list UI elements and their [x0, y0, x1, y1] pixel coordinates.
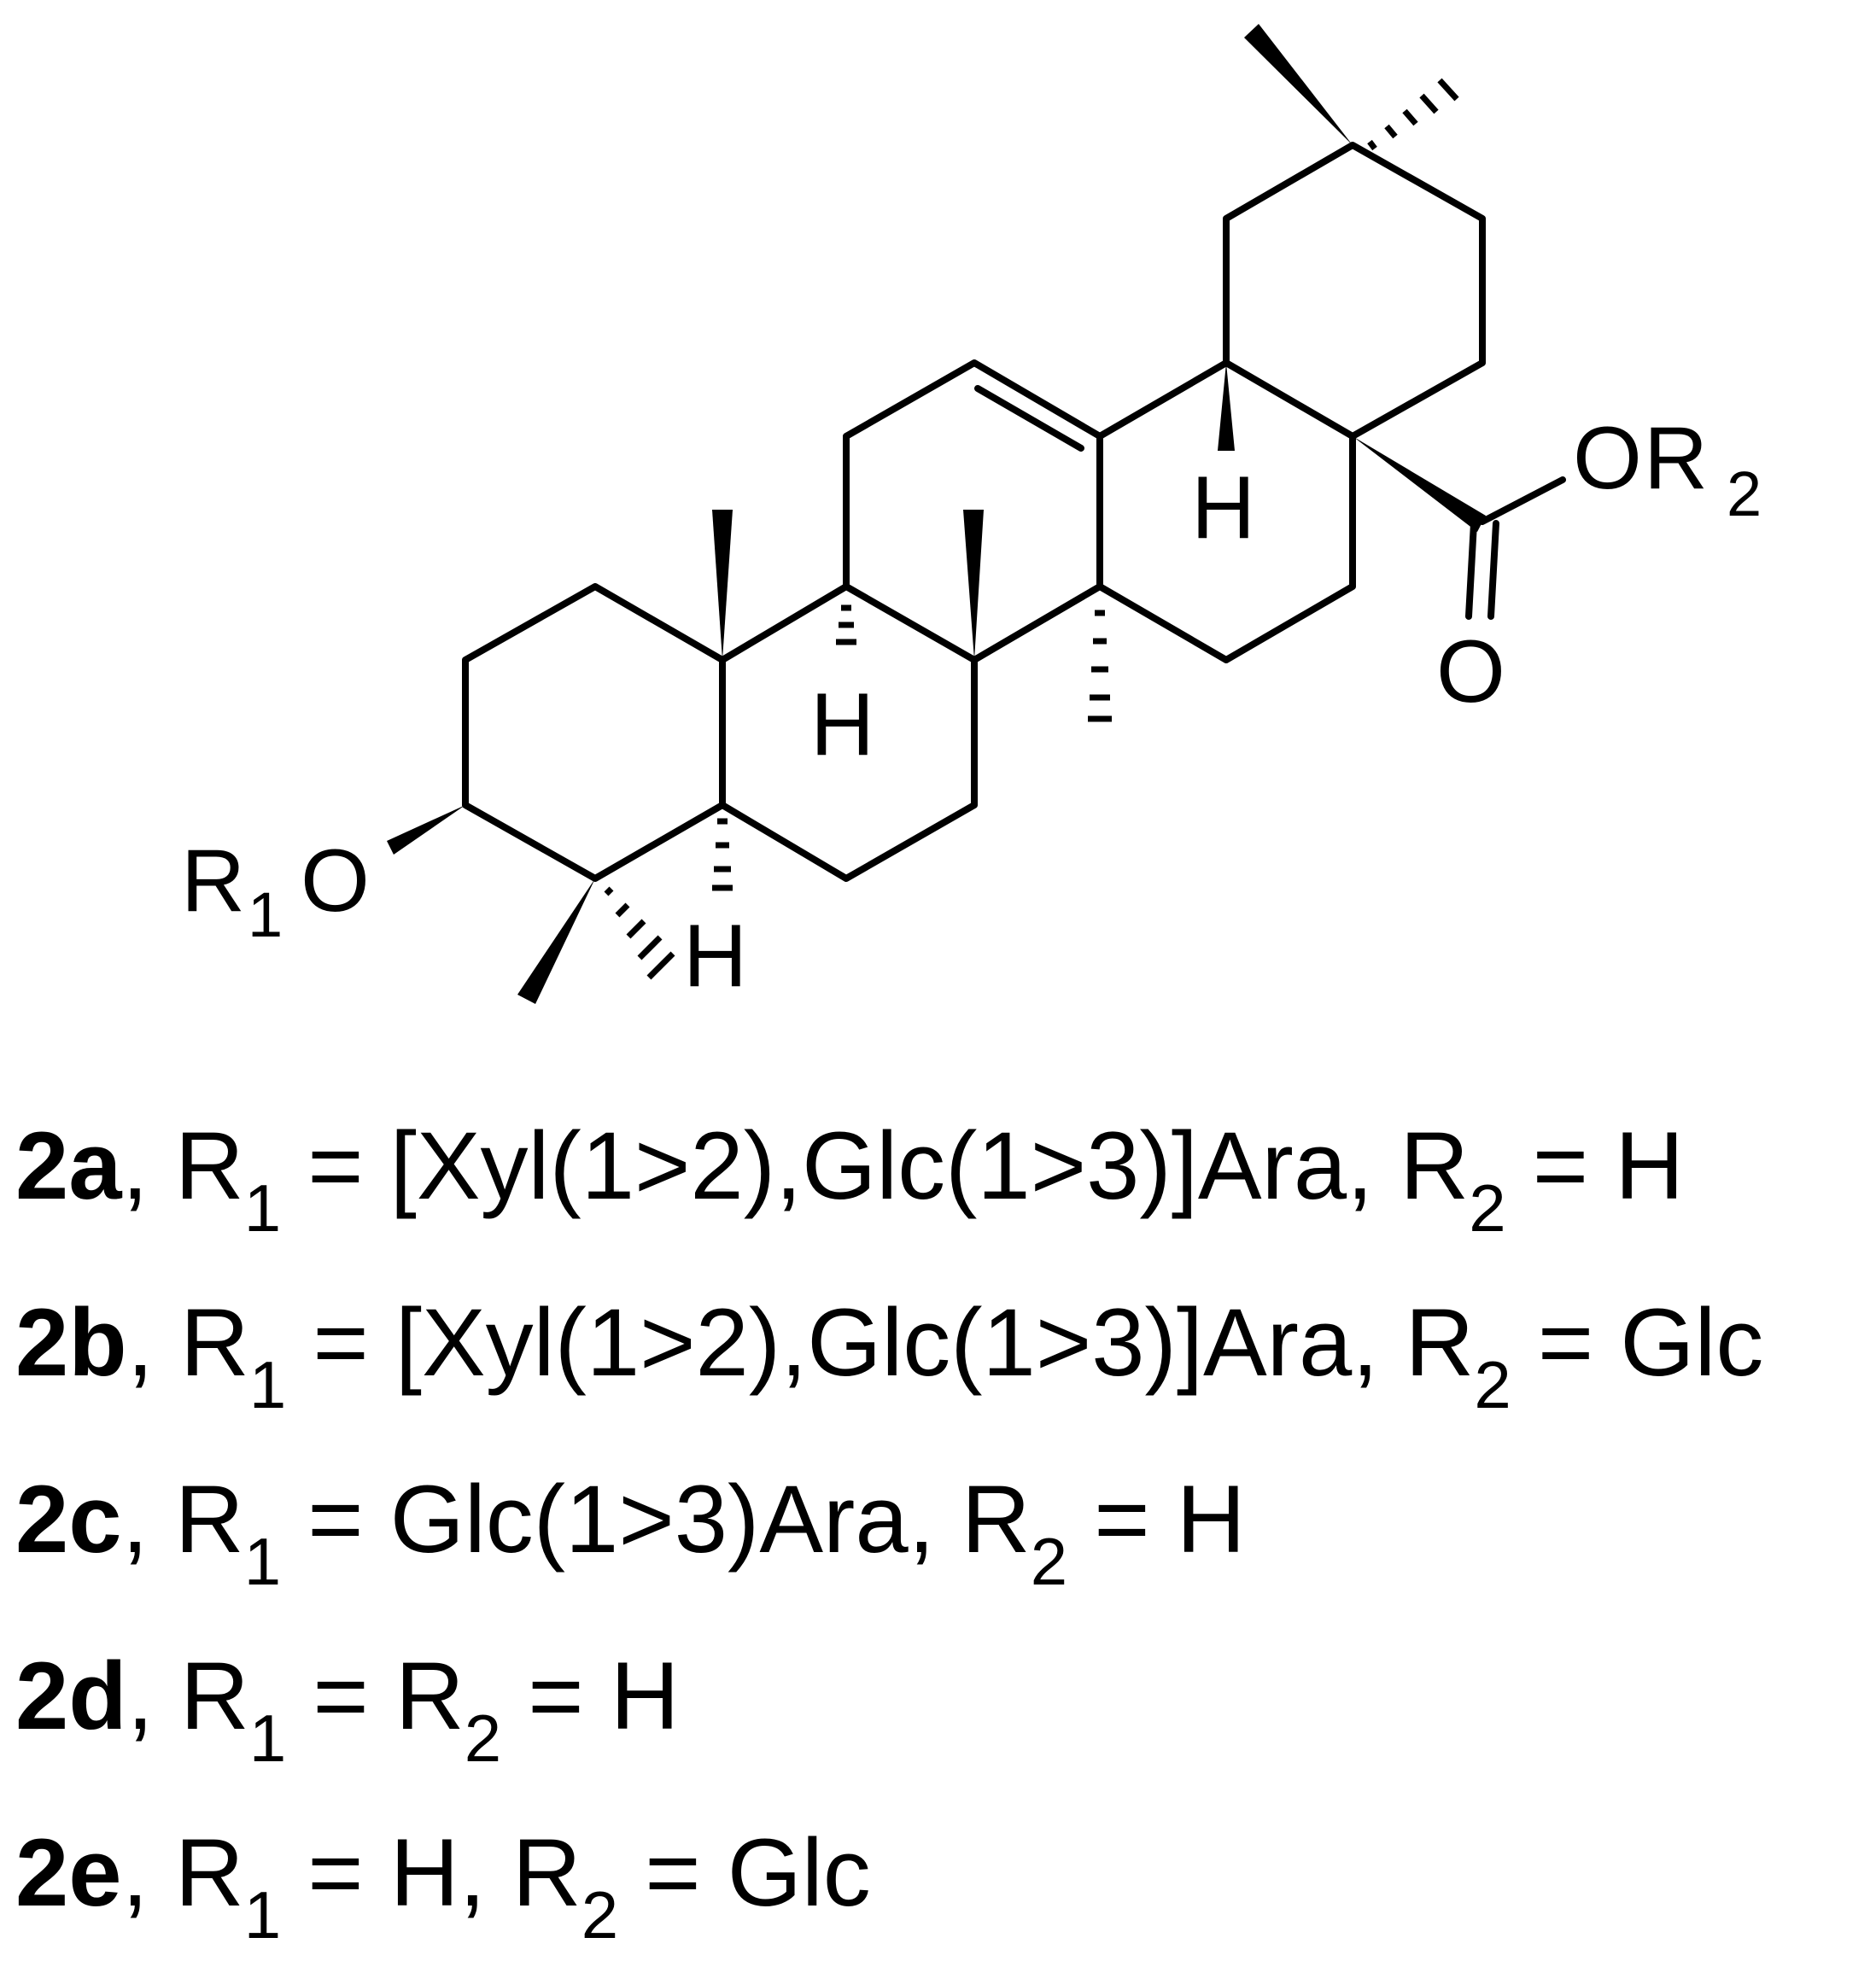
or2-label-r: R [1644, 409, 1708, 508]
r1-value: [Xyl(1>2),Glc(1>3)]Ara [389, 1112, 1347, 1219]
r2-value: H [1615, 1112, 1685, 1219]
triterpenoid-structure: R 1 O H H H O R 2 O [181, 24, 1762, 1006]
wedge-c10-methyl [712, 510, 733, 660]
ring-b [719, 583, 978, 882]
hash-c5-h [712, 818, 733, 891]
r1-value: Glc(1>3)Ara [389, 1466, 909, 1573]
double-bond-inner [974, 385, 1084, 452]
carbonyl-o-label: O [1436, 622, 1505, 721]
r1o-label-r: R [181, 832, 245, 931]
or2-label-sub: 2 [1727, 458, 1762, 529]
r1-value: H [389, 1819, 459, 1926]
r2-value: H [610, 1643, 680, 1749]
compound-row-2e: 2e, R1 = H, R2 = Glc [15, 1819, 871, 1952]
compound-id: 2e [15, 1819, 122, 1926]
skeleton-bonds [462, 142, 1566, 882]
wedge-c20-methyl-left [1244, 24, 1353, 145]
r2-value: H [1176, 1466, 1246, 1573]
wedge-bonds [387, 363, 1486, 1004]
ring-d [1096, 359, 1356, 663]
h5-label: H [683, 907, 747, 1006]
wedge-c18-h [1218, 363, 1235, 451]
compound-id: 2d [15, 1643, 127, 1749]
r1o-label-o: O [301, 832, 370, 931]
ring-e [1223, 142, 1486, 440]
hash-c14-methyl [1088, 610, 1112, 722]
r2-value: Glc [727, 1819, 871, 1926]
hash-c9-h [836, 604, 856, 645]
ring-c [843, 359, 1103, 663]
ester-o-bond [1479, 476, 1566, 525]
h18-label: H [1191, 458, 1255, 557]
compound-row-2a: 2a, R1 = [Xyl(1>2),Glc(1>3)]Ara, R2 = H [15, 1112, 1685, 1246]
hash-c4-h [604, 886, 675, 980]
compound-row-2d: 2d, R1 = R2 = H [15, 1643, 680, 1776]
wedge-c3-o [387, 805, 465, 855]
wedge-c17-cooh [1353, 436, 1486, 532]
carbonyl-bond-2 [1487, 520, 1499, 620]
wedge-c8-methyl [963, 510, 984, 660]
h9-label: H [810, 675, 874, 774]
compound-row-2c: 2c, R1 = Glc(1>3)Ara, R2 = H [15, 1466, 1246, 1599]
compound-id: 2a [15, 1112, 122, 1219]
r1o-label-sub: 1 [248, 879, 283, 950]
compound-list: 2a, R1 = [Xyl(1>2),Glc(1>3)]Ara, R2 = H … [15, 1077, 1876, 1961]
atom-labels: R 1 O H H H O R 2 O [181, 409, 1762, 1006]
wedge-c4-methyl [517, 878, 595, 1004]
carbonyl-bond-1 [1465, 520, 1477, 620]
hash-c20-methyl [1367, 78, 1459, 151]
ring-a [462, 583, 726, 882]
compound-id: 2b [15, 1289, 127, 1396]
r1-value: [Xyl(1>2),Glc(1>3)]Ara [394, 1289, 1353, 1396]
hash-bonds [604, 78, 1459, 980]
compound-id: 2c [15, 1466, 122, 1573]
compound-row-2b: 2b, R1 = [Xyl(1>2),Glc(1>3)]Ara, R2 = Gl… [15, 1289, 1764, 1422]
r2-value: Glc [1620, 1289, 1764, 1396]
or2-label-o: O [1573, 409, 1642, 508]
